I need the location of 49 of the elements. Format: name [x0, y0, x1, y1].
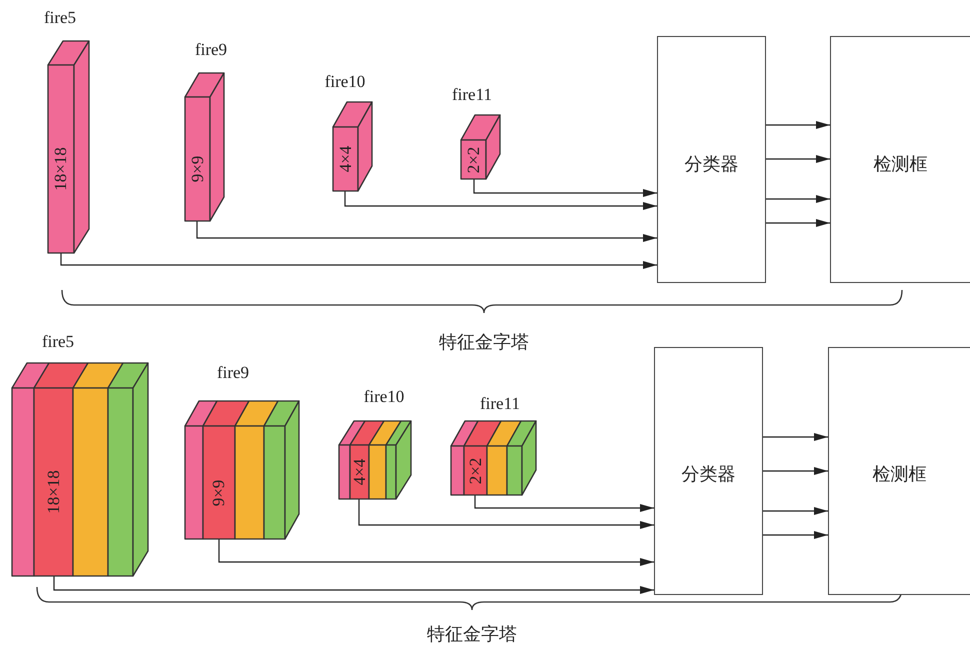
brace-label: 特征金字塔	[439, 331, 529, 354]
feature-map-block	[42, 8, 89, 253]
arrow	[763, 507, 828, 515]
feature-map-block	[451, 394, 536, 495]
process-box	[828, 347, 970, 595]
layer-label: fire11	[480, 394, 520, 414]
arrow	[53, 576, 654, 594]
arrow	[60, 253, 657, 269]
size-label: 18×18	[52, 147, 70, 191]
box-label: 分类器	[682, 463, 736, 486]
arrow	[358, 499, 654, 529]
size-label: 9×9	[210, 479, 228, 506]
layer-label: fire9	[216, 363, 250, 383]
arrow	[763, 433, 828, 441]
size-label: 4×4	[350, 458, 368, 486]
feature-map-block	[185, 363, 299, 539]
size-label: 2×2	[466, 457, 484, 484]
arrow	[196, 221, 657, 242]
layer-label: fire5	[44, 8, 76, 28]
brace-label: 特征金字塔	[427, 623, 517, 646]
layer-label: fire11	[452, 85, 492, 105]
arrow	[766, 195, 830, 203]
layer-label: fire9	[194, 40, 228, 60]
arrow	[473, 179, 657, 197]
layer-label: fire10	[324, 72, 366, 92]
arrow	[344, 191, 657, 210]
process-box	[830, 36, 970, 283]
process-box	[654, 347, 763, 595]
process-box	[657, 36, 766, 283]
size-label: 4×4	[336, 146, 354, 172]
size-label: 18×18	[44, 470, 62, 514]
feature-map-block	[323, 72, 372, 191]
arrow	[766, 155, 830, 163]
feature-map-block	[451, 85, 500, 179]
layer-label: fire10	[364, 387, 404, 407]
size-label: 2×2	[464, 146, 482, 173]
arrow	[474, 495, 654, 512]
size-label: 9×9	[188, 156, 206, 182]
layer-label: fire5	[42, 332, 74, 352]
box-label: 检测框	[874, 153, 928, 176]
arrow	[763, 531, 828, 539]
arrow	[218, 539, 654, 566]
arrow	[766, 121, 830, 129]
arrow	[763, 467, 828, 475]
arrow	[766, 219, 830, 227]
box-label: 分类器	[684, 153, 738, 176]
feature-map-block	[185, 40, 229, 221]
feature-map-block	[339, 387, 411, 499]
box-label: 检测框	[872, 463, 926, 486]
